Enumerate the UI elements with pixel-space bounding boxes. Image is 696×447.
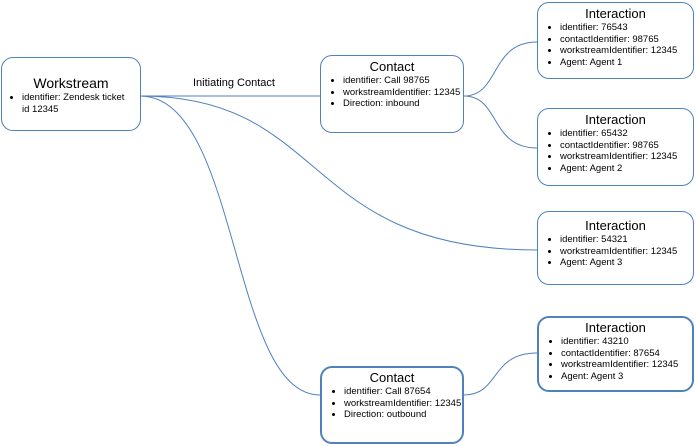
interaction-2-prop-identifier: identifier: 65432 xyxy=(560,128,693,140)
interaction-4-title: Interaction xyxy=(585,320,646,335)
edge-label-initiating-contact: Initiating Contact xyxy=(193,77,275,89)
workstream-node[interactable]: Workstream identifier: Zendesk ticket id… xyxy=(1,57,141,131)
connector-contact-2-interaction-4 xyxy=(463,352,538,396)
interaction-1-title: Interaction xyxy=(585,6,646,21)
workstream-title: Workstream xyxy=(33,75,109,91)
interaction-3-prop-workstream: workstreamIdentifier: 12345 xyxy=(560,246,693,258)
interaction-2-title: Interaction xyxy=(585,112,646,127)
interaction-node-2[interactable]: Interaction identifier: 65432 contactIde… xyxy=(537,108,694,186)
contact-2-props: identifier: Call 87654 workstreamIdentif… xyxy=(322,386,462,421)
interaction-4-prop-contact: contactIdentifier: 87654 xyxy=(561,348,692,360)
connector-contact-1-interaction-1 xyxy=(463,41,538,97)
interaction-1-props: identifier: 76543 contactIdentifier: 987… xyxy=(538,22,693,68)
interaction-3-prop-identifier: identifier: 54321 xyxy=(560,234,693,246)
interaction-1-prop-agent: Agent: Agent 1 xyxy=(560,57,693,69)
connector-contact-1-interaction-2 xyxy=(463,95,538,149)
contact-1-props: identifier: Call 98765 workstreamIdentif… xyxy=(321,75,463,110)
workstream-props: identifier: Zendesk ticket id 12345 xyxy=(2,92,140,115)
contact-1-prop-direction: Direction: inbound xyxy=(343,98,463,110)
contact-1-prop-workstream: workstreamIdentifier: 12345 xyxy=(343,87,463,99)
interaction-1-prop-workstream: workstreamIdentifier: 12345 xyxy=(560,45,693,57)
interaction-4-prop-identifier: identifier: 43210 xyxy=(561,336,692,348)
connector-workstream-interaction-3 xyxy=(139,95,538,251)
contact-2-title: Contact xyxy=(369,370,415,385)
interaction-2-prop-agent: Agent: Agent 2 xyxy=(560,163,693,175)
interaction-1-prop-contact: contactIdentifier: 98765 xyxy=(560,34,693,46)
interaction-node-4[interactable]: Interaction identifier: 43210 contactIde… xyxy=(537,316,694,392)
contact-node-inbound[interactable]: Contact identifier: Call 98765 workstrea… xyxy=(320,55,464,133)
interaction-4-prop-agent: Agent: Agent 3 xyxy=(561,371,692,383)
interaction-3-prop-agent: Agent: Agent 3 xyxy=(560,257,693,269)
connector-workstream-contact-2 xyxy=(139,95,321,396)
interaction-2-prop-workstream: workstreamIdentifier: 12345 xyxy=(560,151,693,163)
contact-2-prop-workstream: workstreamIdentifier: 12345 xyxy=(344,398,462,410)
contact-1-prop-identifier: identifier: Call 98765 xyxy=(343,75,463,87)
interaction-node-1[interactable]: Interaction identifier: 76543 contactIde… xyxy=(537,2,694,79)
contact-node-outbound[interactable]: Contact identifier: Call 87654 workstrea… xyxy=(320,366,464,444)
interaction-4-prop-workstream: workstreamIdentifier: 12345 xyxy=(561,359,692,371)
contact-2-prop-identifier: identifier: Call 87654 xyxy=(344,386,462,398)
interaction-1-prop-identifier: identifier: 76543 xyxy=(560,22,693,34)
interaction-node-3[interactable]: Interaction identifier: 54321 workstream… xyxy=(537,211,694,285)
interaction-2-props: identifier: 65432 contactIdentifier: 987… xyxy=(538,128,693,174)
workstream-prop-identifier: identifier: Zendesk ticket id 12345 xyxy=(22,92,134,115)
contact-2-prop-direction: Direction: outbound xyxy=(344,409,462,421)
interaction-3-title: Interaction xyxy=(585,218,646,233)
contact-1-title: Contact xyxy=(369,59,415,74)
interaction-2-prop-contact: contactIdentifier: 98765 xyxy=(560,140,693,152)
interaction-3-props: identifier: 54321 workstreamIdentifier: … xyxy=(538,234,693,269)
interaction-4-props: identifier: 43210 contactIdentifier: 876… xyxy=(539,336,692,382)
